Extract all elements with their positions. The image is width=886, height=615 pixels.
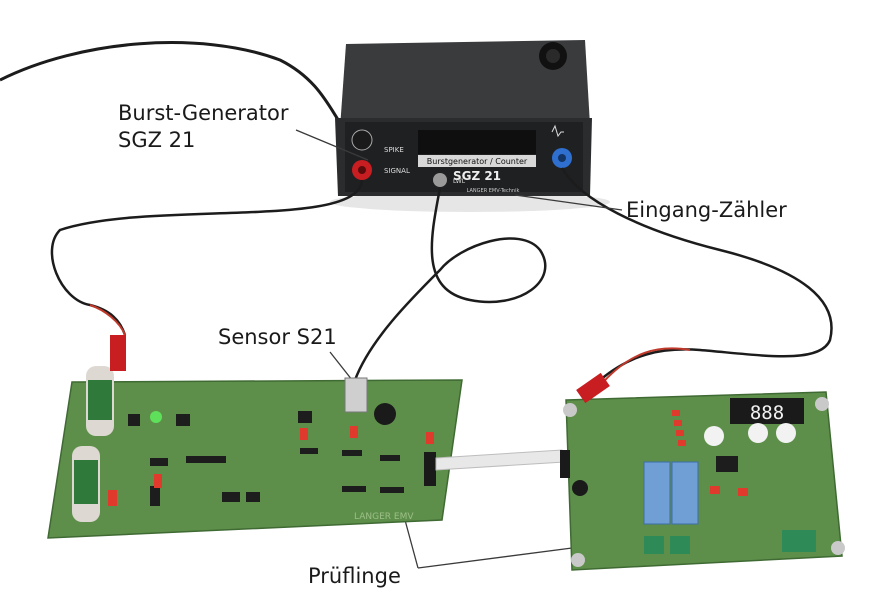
rotary-dial[interactable] <box>351 129 373 151</box>
standoffs <box>563 397 845 567</box>
leader-eingang <box>514 194 623 211</box>
left-pcb: LANGER EMV <box>47 335 463 539</box>
leader-prueflinge-left <box>404 519 419 569</box>
red-clip-right[interactable] <box>576 372 610 404</box>
spike-text: SPIKE <box>384 146 404 154</box>
seven-segment-display <box>730 398 804 424</box>
chips-left <box>128 411 404 506</box>
left-board-logo: LANGER EMV <box>354 512 414 522</box>
push-button-2[interactable] <box>748 423 768 443</box>
terminal-block-2 <box>670 536 690 554</box>
sensor-s21-label: Sensor S21 <box>218 325 337 349</box>
terminal-block-3 <box>782 530 816 552</box>
cable-red-to-left-board <box>50 179 364 336</box>
leader-burst <box>295 129 369 161</box>
device-shadow <box>330 192 610 212</box>
burst-generator-label-line1: Burst-Generator <box>118 101 289 125</box>
wave-icon <box>551 124 564 138</box>
toggle-switch[interactable] <box>433 173 447 187</box>
burst-generator-label-line2: SGZ 21 <box>118 128 196 153</box>
sensor-s21 <box>344 377 368 413</box>
maker-text: LANGER EMV-Technik <box>467 188 520 194</box>
burst-generator-device: Burstgenerator / Counter SGZ 21 LANGER E… <box>335 40 592 196</box>
display-window <box>418 130 536 154</box>
title-strip-text: Burstgenerator / Counter <box>427 157 528 166</box>
cable-red-tip-left <box>89 304 126 336</box>
burst-generator-label: Burst-Generator SGZ 21 <box>118 100 289 155</box>
leader-prueflinge-right <box>417 547 573 569</box>
display-digits: 888 <box>750 402 784 424</box>
connector-right <box>560 450 570 478</box>
right-pcb: 888 <box>560 372 845 571</box>
title-strip <box>418 155 536 167</box>
terminal-block-1 <box>644 536 664 554</box>
relay-1 <box>643 461 671 525</box>
ribbon-connector <box>424 452 436 486</box>
lwl-text: LWL <box>453 178 466 185</box>
battery-holder <box>72 366 114 522</box>
prueflinge-label: Prüflinge <box>308 564 401 588</box>
cable-sensor-loop <box>353 187 547 381</box>
red-leds-left <box>108 426 434 506</box>
push-button-3[interactable] <box>776 423 796 443</box>
green-led <box>150 411 162 423</box>
push-button-1[interactable] <box>704 426 724 446</box>
cable-red-tip-right <box>597 347 691 389</box>
red-clip-left[interactable] <box>110 335 126 371</box>
model-text: SGZ 21 <box>453 169 501 183</box>
signal-text: SIGNAL <box>384 167 410 175</box>
capacitor-right <box>572 480 588 496</box>
red-leds-right <box>672 410 748 496</box>
eingang-zaehler-label: Eingang-Zähler <box>626 198 787 222</box>
chip-right <box>716 456 738 472</box>
mains-cable <box>0 41 347 131</box>
push-buttons <box>704 423 796 446</box>
buzzer <box>374 403 396 425</box>
relay-2 <box>671 461 699 525</box>
ribbon-cable <box>435 449 565 471</box>
